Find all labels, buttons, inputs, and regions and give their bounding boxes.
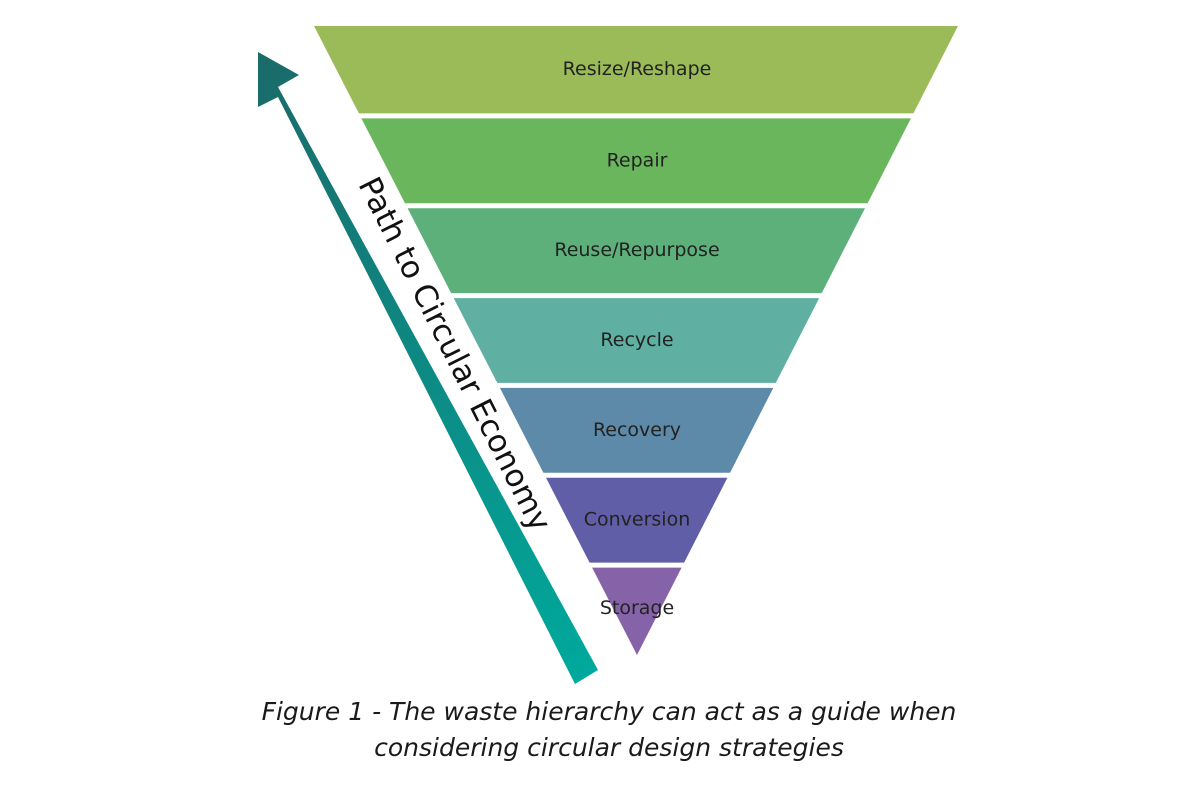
pyramid-layer-label: Reuse/Repurpose <box>554 239 719 261</box>
caption-line-1: Figure 1 - The waste hierarchy can act a… <box>261 697 957 726</box>
pyramid-layer-label: Resize/Reshape <box>563 58 712 80</box>
pyramid-layer-label: Recovery <box>593 419 681 441</box>
up-arrow-icon <box>258 52 598 684</box>
pyramid-layer <box>407 208 865 294</box>
pyramid-layer <box>453 298 820 383</box>
pyramid-layer-label: Conversion <box>584 509 691 531</box>
caption-line-2: considering circular design strategies <box>374 733 844 762</box>
pyramid-layer-label: Recycle <box>600 329 673 351</box>
figure-caption: Figure 1 - The waste hierarchy can act a… <box>150 694 1068 766</box>
pyramid-layer-label: Storage <box>600 597 674 619</box>
pyramid-layer <box>314 26 958 114</box>
pyramid-layer-label: Repair <box>607 149 668 171</box>
pyramid-layer <box>361 118 911 204</box>
pyramid-layer <box>546 477 728 563</box>
pyramid-layer <box>592 567 682 655</box>
pyramid-layer <box>499 387 774 473</box>
inverted-pyramid: Resize/ReshapeRepairReuse/RepurposeRecyc… <box>314 26 958 655</box>
